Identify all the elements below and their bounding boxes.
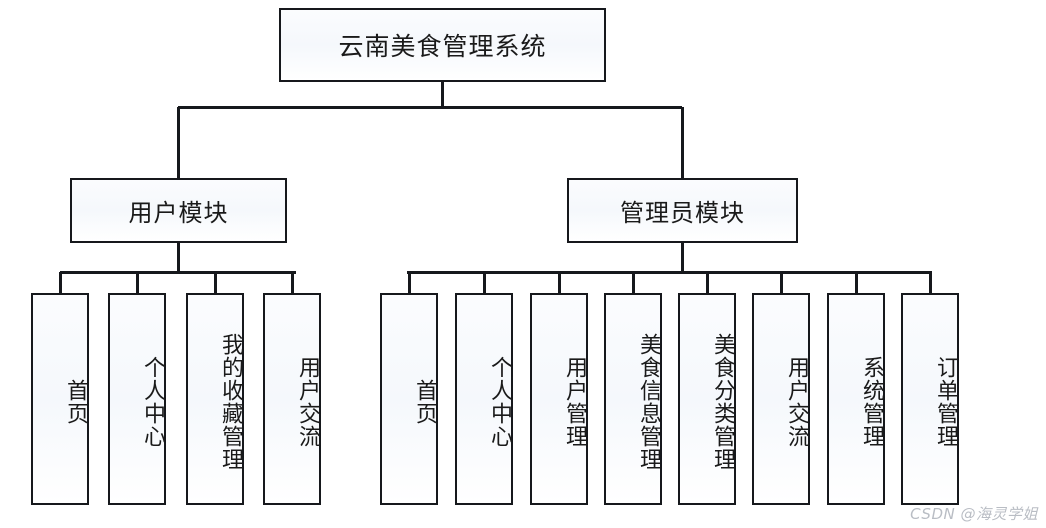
connector-drop-leaf-profile bbox=[136, 272, 139, 293]
node-leaf-admin-home[interactable]: 首页 bbox=[380, 293, 438, 505]
node-leaf-user-mgmt[interactable]: 用户管理 bbox=[530, 293, 588, 505]
node-leaf-home-label: 首页 bbox=[63, 379, 88, 425]
node-leaf-forum[interactable]: 用户交流 bbox=[263, 293, 321, 505]
connector-drop-leaf-user-mgmt bbox=[558, 272, 561, 293]
node-leaf-admin-forum-label: 用户交流 bbox=[784, 356, 809, 448]
node-leaf-home[interactable]: 首页 bbox=[31, 293, 89, 505]
node-leaf-profile[interactable]: 个人中心 bbox=[108, 293, 166, 505]
connector-drop-leaf-home bbox=[59, 272, 62, 293]
connector-drop-leaf-order-mgmt bbox=[929, 272, 932, 293]
watermark: CSDN @海灵学姐 bbox=[910, 505, 1038, 523]
connector-drop-leaf-favorites bbox=[214, 272, 217, 293]
connector-drop-leaf-food-info-mgmt bbox=[632, 272, 635, 293]
node-leaf-favorites[interactable]: 我的收藏管理 bbox=[186, 293, 244, 505]
connector-drop-leaf-food-category-mgmt bbox=[706, 272, 709, 293]
node-leaf-system-mgmt-label: 系统管理 bbox=[859, 356, 884, 448]
node-leaf-admin-forum[interactable]: 用户交流 bbox=[752, 293, 810, 505]
connector-drop-leaf-admin-forum bbox=[780, 272, 783, 293]
connector-drop-leaf-admin-home bbox=[408, 272, 411, 293]
connector-stem-user-module bbox=[177, 243, 180, 272]
connector-drop-user-module bbox=[177, 107, 180, 178]
connector-drop-leaf-admin-profile bbox=[483, 272, 486, 293]
node-leaf-food-category-mgmt[interactable]: 美食分类管理 bbox=[678, 293, 736, 505]
node-admin-module-label: 管理员模块 bbox=[620, 199, 745, 227]
node-leaf-food-info-mgmt[interactable]: 美食信息管理 bbox=[604, 293, 662, 505]
node-root[interactable]: 云南美食管理系统 bbox=[279, 8, 606, 82]
connector-drop-leaf-system-mgmt bbox=[855, 272, 858, 293]
connector-drop-leaf-forum bbox=[291, 272, 294, 293]
connector-level1-bus bbox=[178, 106, 682, 109]
node-leaf-food-info-mgmt-label: 美食信息管理 bbox=[636, 333, 661, 471]
node-leaf-admin-profile[interactable]: 个人中心 bbox=[455, 293, 513, 505]
connector-bus-admin-module bbox=[407, 271, 932, 274]
node-leaf-user-mgmt-label: 用户管理 bbox=[562, 356, 587, 448]
connector-stem-admin-module bbox=[681, 243, 684, 272]
node-leaf-forum-label: 用户交流 bbox=[295, 356, 320, 448]
node-admin-module[interactable]: 管理员模块 bbox=[567, 178, 798, 243]
node-root-label: 云南美食管理系统 bbox=[338, 32, 547, 61]
node-leaf-order-mgmt[interactable]: 订单管理 bbox=[901, 293, 959, 505]
node-leaf-food-category-mgmt-label: 美食分类管理 bbox=[710, 333, 735, 471]
node-leaf-admin-profile-label: 个人中心 bbox=[487, 356, 512, 448]
connector-drop-admin-module bbox=[681, 107, 684, 178]
node-leaf-system-mgmt[interactable]: 系统管理 bbox=[827, 293, 885, 505]
node-leaf-profile-label: 个人中心 bbox=[140, 356, 165, 448]
connector-root-stem bbox=[441, 82, 444, 107]
node-leaf-admin-home-label: 首页 bbox=[412, 379, 437, 425]
connector-bus-user-module bbox=[60, 271, 296, 274]
node-leaf-favorites-label: 我的收藏管理 bbox=[218, 333, 243, 471]
node-user-module[interactable]: 用户模块 bbox=[70, 178, 287, 243]
node-leaf-order-mgmt-label: 订单管理 bbox=[933, 356, 958, 448]
node-user-module-label: 用户模块 bbox=[128, 199, 229, 227]
